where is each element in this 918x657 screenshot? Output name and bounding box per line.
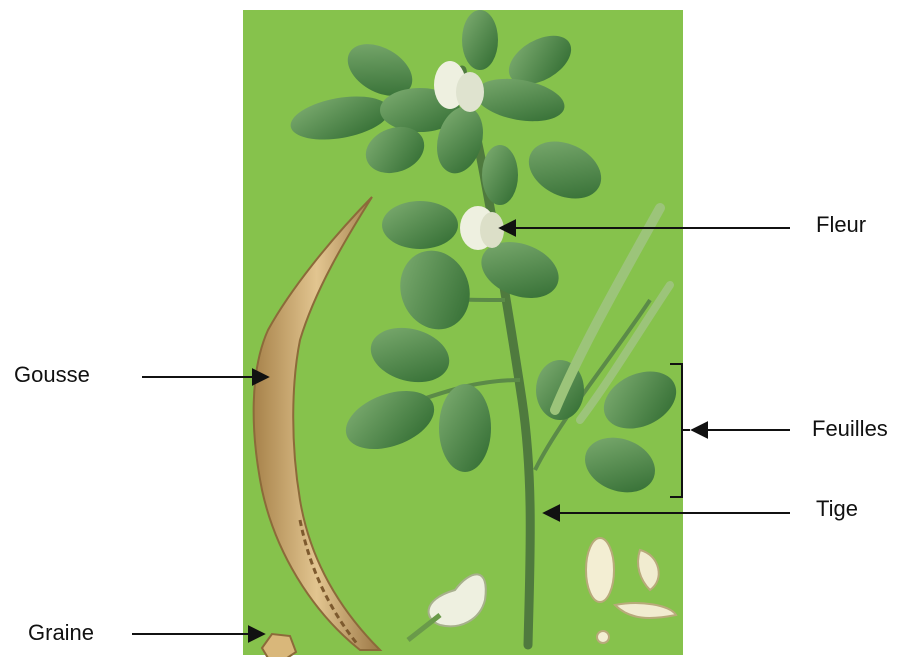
label-gousse: Gousse bbox=[14, 362, 90, 388]
label-fleur: Fleur bbox=[816, 212, 866, 238]
label-feuilles: Feuilles bbox=[812, 416, 888, 442]
label-graine: Graine bbox=[28, 620, 94, 646]
label-tige: Tige bbox=[816, 496, 858, 522]
